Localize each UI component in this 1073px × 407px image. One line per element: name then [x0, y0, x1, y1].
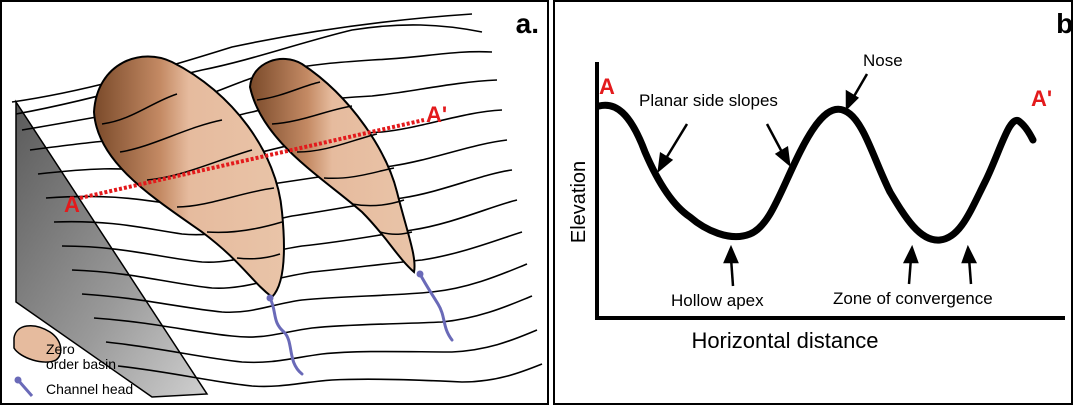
annotation-nose: Nose — [863, 51, 903, 70]
basin-legend-swatch — [13, 325, 62, 363]
panel-letter-a: a. — [515, 8, 539, 39]
elevation-profile — [595, 101, 1037, 244]
panel-a: A A' Zero order basin Channel head a. — [0, 0, 549, 405]
profile-label-a: A — [599, 74, 615, 99]
annotation-planar-side-slopes: Planar side slopes — [639, 91, 778, 110]
profile-diagram: Elevation Horizontal distance A A' Plana… — [568, 51, 1065, 353]
zero-order-basin-right — [248, 58, 416, 274]
annotation-zone-of-convergence: Zone of convergence — [833, 289, 993, 308]
channels — [266, 270, 454, 376]
section-line-a-a-prime — [79, 118, 425, 200]
panel-b: Elevation Horizontal distance A A' Plana… — [553, 0, 1073, 405]
profile-label-a-prime: A' — [1031, 86, 1052, 111]
annotation-arrows — [657, 73, 978, 287]
annotation-hollow-apex: Hollow apex — [671, 291, 764, 310]
panel-letter-b: b. — [1056, 8, 1073, 39]
legend-basin-line1: Zero — [46, 341, 75, 357]
label-a-prime: A' — [426, 102, 447, 127]
channel-legend-swatch — [16, 379, 34, 397]
legend-basin-line2: order basin — [46, 356, 116, 372]
x-axis-label: Horizontal distance — [691, 328, 878, 353]
legend-channel-label: Channel head — [46, 381, 133, 397]
channel-head-legend-dot — [14, 376, 22, 384]
zero-order-basin-left — [92, 55, 285, 299]
terrain-diagram: A A' Zero order basin Channel head — [11, 13, 543, 398]
y-axis-label: Elevation — [568, 161, 590, 243]
label-a: A — [64, 192, 80, 217]
legend: Zero order basin Channel head — [13, 325, 133, 397]
